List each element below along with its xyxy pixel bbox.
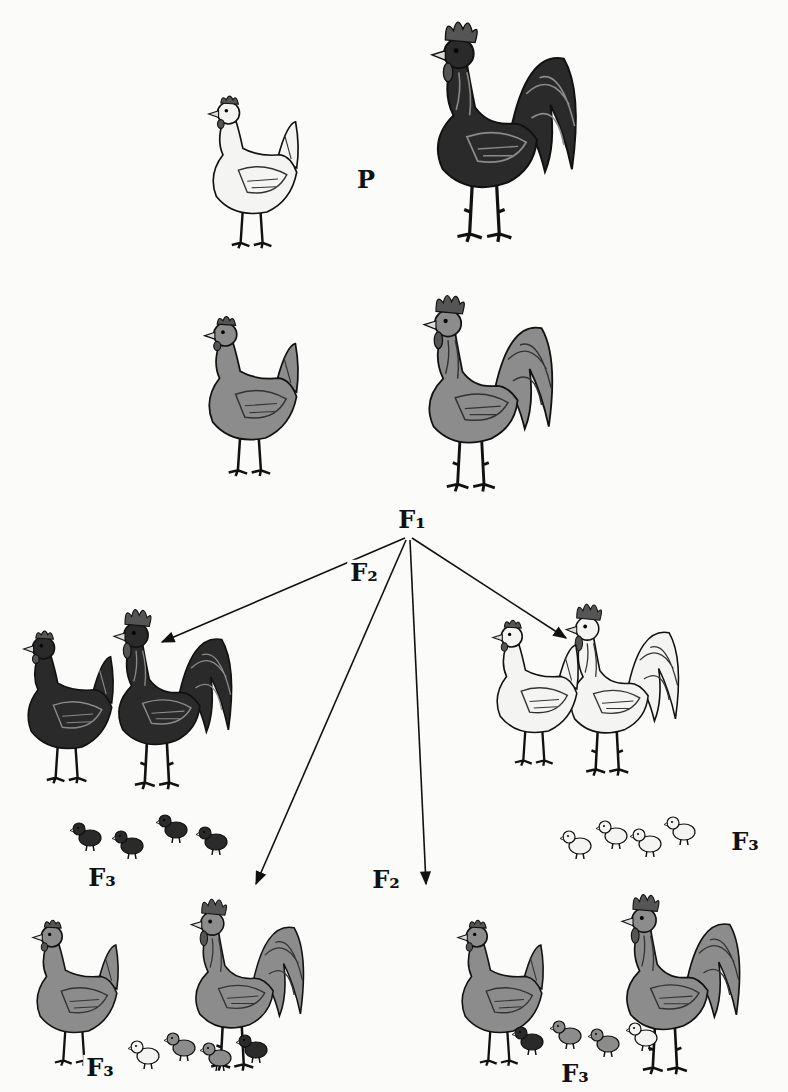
- blue-hen: [205, 317, 298, 476]
- blue-rooster: [622, 895, 740, 1075]
- arrow: [410, 540, 426, 884]
- blue-rooster: [424, 295, 552, 491]
- white-chick: [626, 1023, 657, 1051]
- generation-label: F₃: [558, 1061, 592, 1087]
- blue-hen: [458, 920, 543, 1065]
- generation-label: F₂: [369, 867, 403, 893]
- arrow: [256, 540, 406, 884]
- generation-label: F₂: [347, 560, 381, 586]
- black-chick: [112, 831, 143, 859]
- black-rooster: [114, 610, 232, 790]
- white-chick: [128, 1041, 159, 1069]
- blue-chick: [200, 1043, 231, 1071]
- generation-label: P: [354, 167, 378, 193]
- blue-chick: [550, 1021, 581, 1049]
- generation-label: F₃: [728, 829, 762, 855]
- blue-rooster: [191, 899, 303, 1070]
- white-hen: [209, 96, 298, 248]
- black-rooster: [432, 22, 576, 242]
- white-chick: [560, 831, 591, 859]
- generation-label: F₃: [85, 865, 119, 891]
- white-chick: [596, 821, 627, 849]
- arrow: [412, 538, 566, 638]
- white-chick: [664, 817, 695, 845]
- white-rooster: [566, 604, 678, 775]
- black-chick: [196, 827, 227, 855]
- generation-label: F₃: [83, 1055, 117, 1081]
- black-chick: [512, 1027, 543, 1055]
- white-chick: [630, 829, 661, 857]
- blue-chick: [164, 1033, 195, 1061]
- blue-hen: [33, 920, 118, 1065]
- blue-chick: [588, 1029, 619, 1057]
- generation-label: F₁: [395, 507, 429, 533]
- black-chick: [236, 1035, 267, 1063]
- black-chick: [70, 823, 101, 851]
- black-chick: [156, 815, 187, 843]
- white-hen: [493, 620, 578, 765]
- black-hen: [24, 631, 113, 783]
